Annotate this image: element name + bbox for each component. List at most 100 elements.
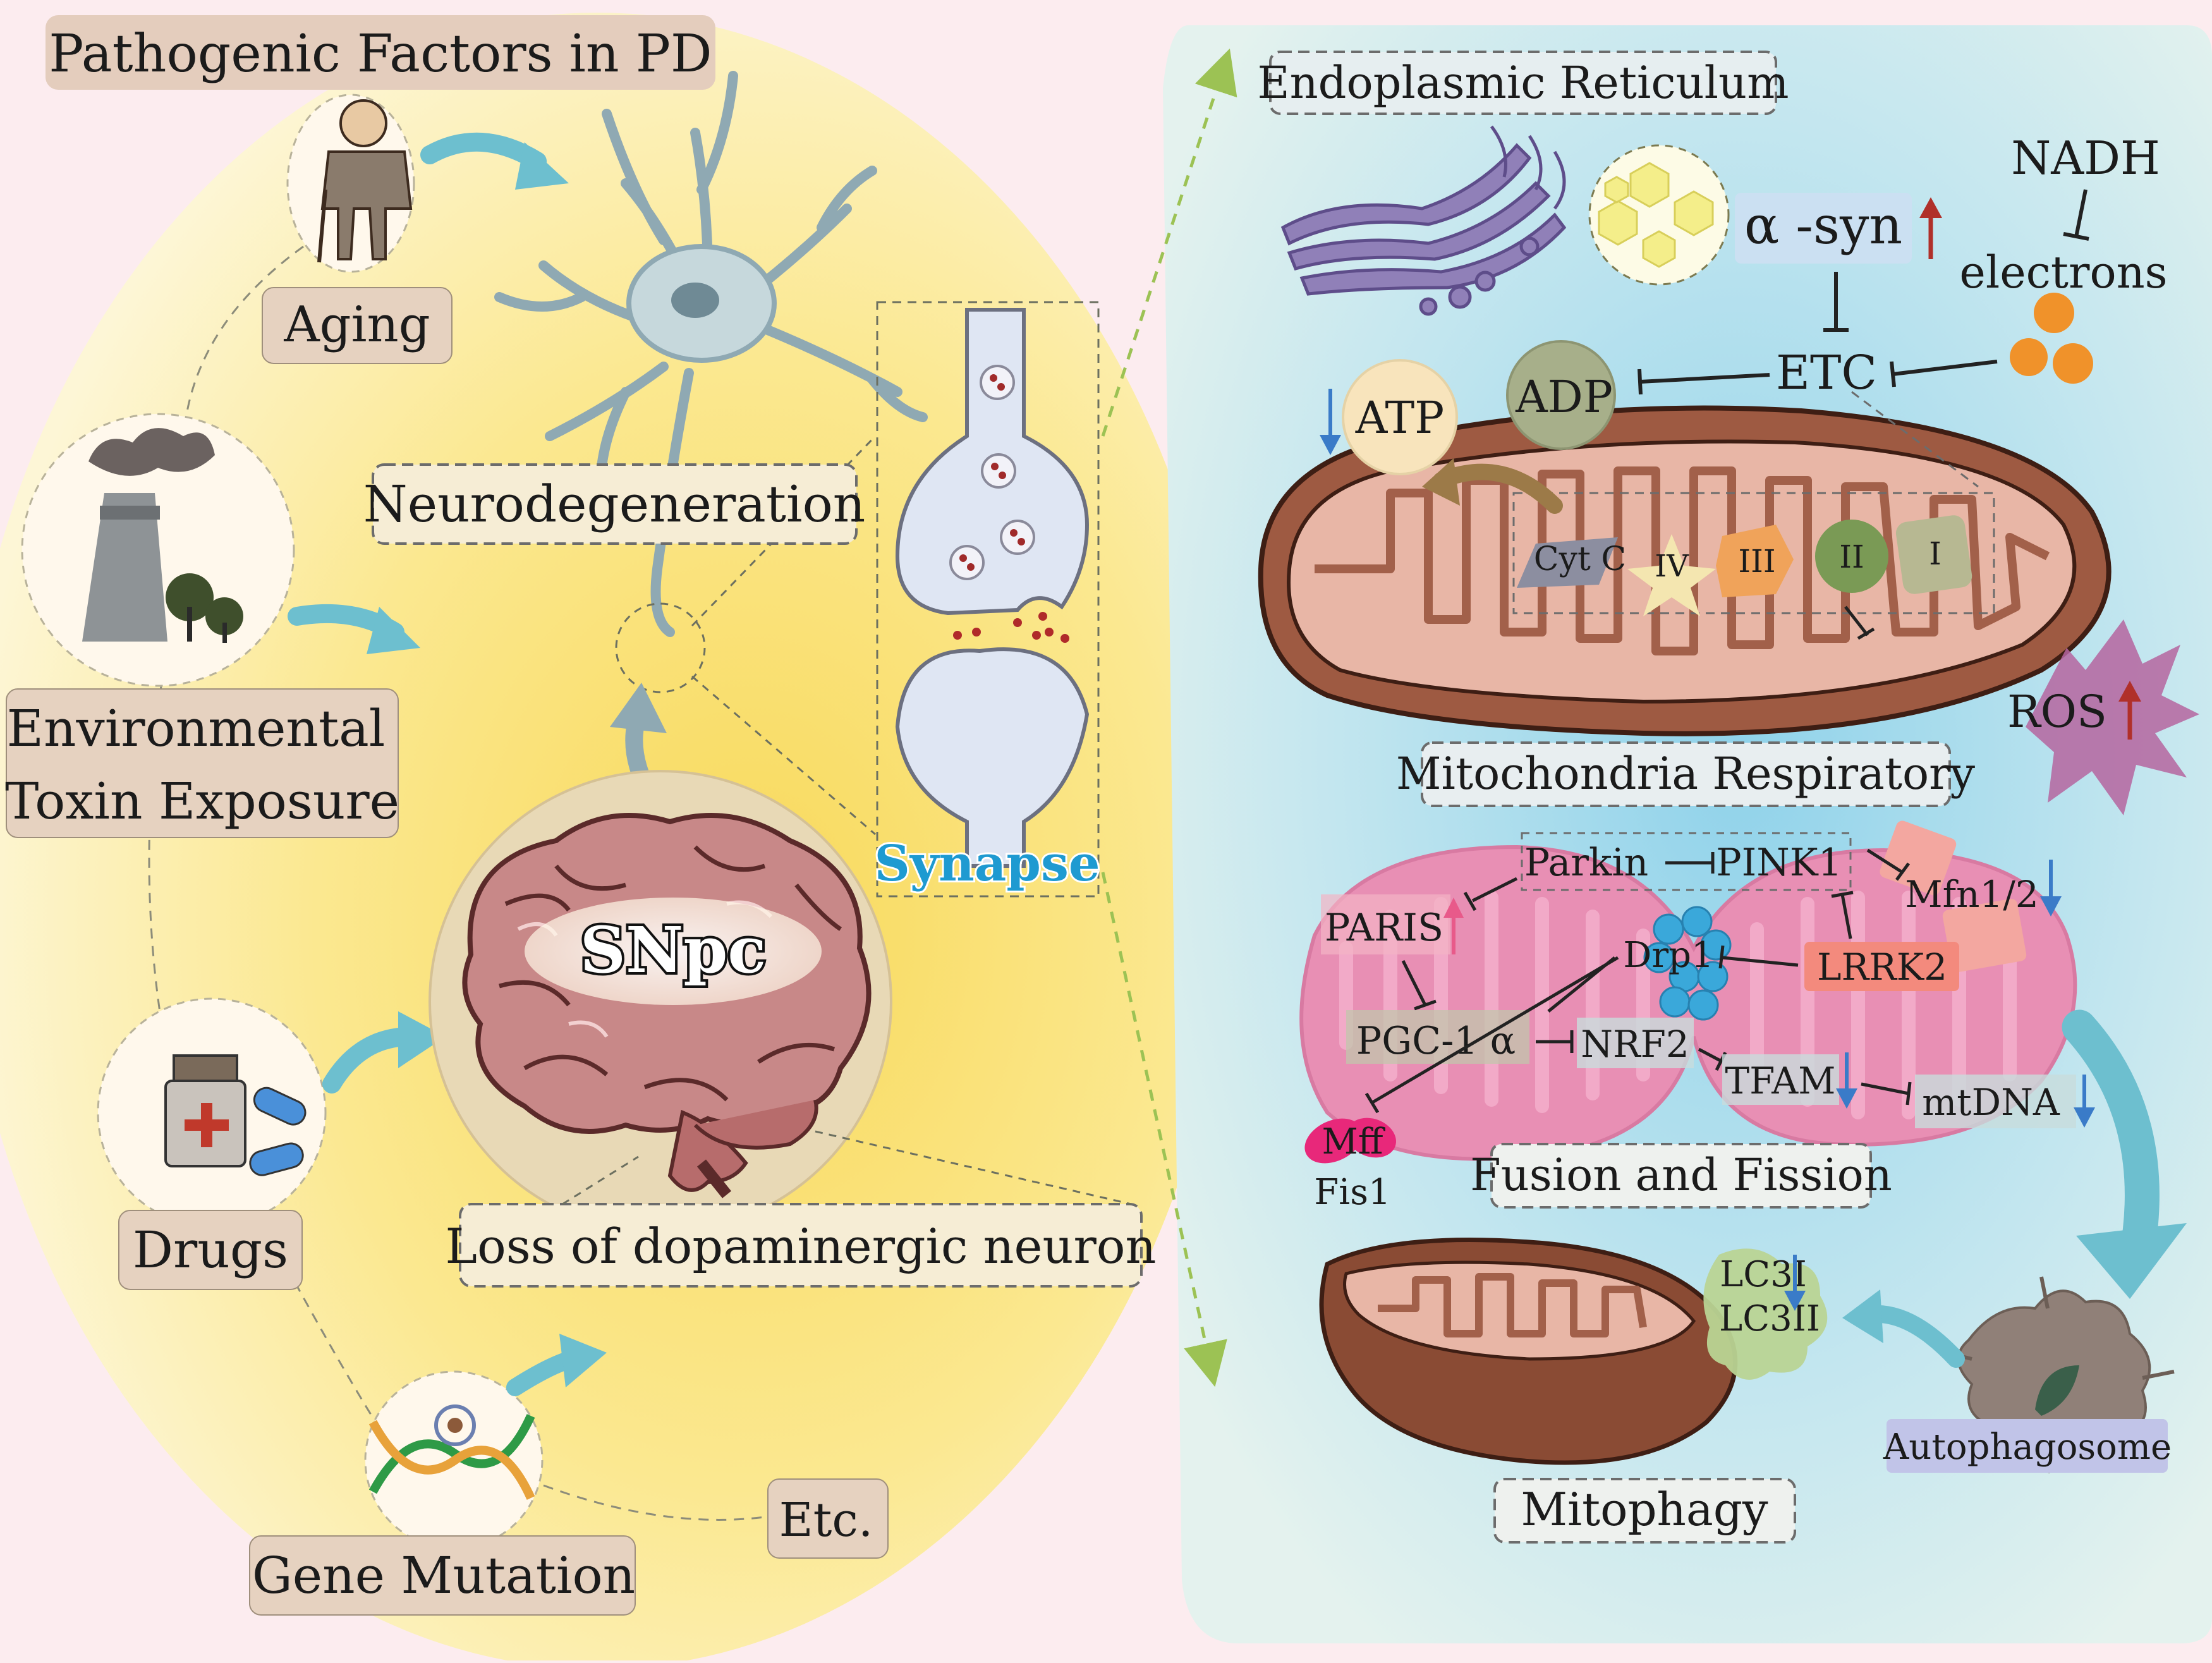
loss-dopaminergic-box [459, 1203, 1143, 1288]
atp-circle [1342, 359, 1458, 475]
adp-circle [1506, 340, 1616, 450]
mtdna-down-arrow [2074, 1075, 2095, 1128]
autophagosome-icon [1946, 1276, 2175, 1473]
neurodegeneration-box [372, 463, 858, 545]
etc-factor-label: Etc. [779, 1493, 873, 1547]
nadh-inhibit [2063, 189, 2089, 241]
snpc-label: SNpc [580, 913, 766, 987]
etc-label: ETC [1776, 346, 1877, 400]
complex-iv-label: IV [1655, 549, 1689, 584]
drp1-inhibits-mff [1364, 956, 1619, 1114]
ros-label: ROS [2007, 686, 2107, 738]
elderly-person-icon [286, 94, 415, 273]
pgc-inhibits-nrf2 [1536, 1030, 1574, 1053]
synapse-to-mitophagy-connector [1101, 872, 1227, 1387]
aging-label: Aging [283, 296, 430, 353]
snpc-highlight [525, 898, 822, 1005]
lrrk2-label: LRRK2 [1817, 946, 1947, 989]
fusion-fission-box [1490, 1143, 1872, 1209]
cytc-label: Cyt C [1534, 540, 1626, 578]
mitophagy-box [1493, 1478, 1796, 1544]
synapse-zoom-box [876, 301, 1100, 898]
electrons-inhibit-etc [1890, 360, 1998, 387]
cytc-shape [1517, 537, 1618, 588]
tfam-box [1722, 1054, 1839, 1105]
alpha-syn-label: α -syn [1744, 196, 1902, 256]
environmental-label-box [6, 688, 399, 838]
parkin-inhibits-paris [1463, 877, 1518, 911]
mfn-down-arrow [2040, 860, 2062, 917]
complex-i-shape [1895, 515, 1972, 594]
factor-orbit-dashed [148, 245, 765, 1521]
environmental-label-line1: Environmental [7, 699, 386, 758]
zoom-line-bottom [691, 675, 876, 836]
mtdna-box [1915, 1075, 2076, 1128]
brain-connector-right [815, 1130, 1132, 1205]
parkin-pink1-inhibit [1665, 852, 1715, 874]
etc-connector-line [1851, 391, 1979, 488]
er-label: Endoplasmic Reticulum [1258, 57, 1789, 109]
pgc-label: PGC-1 α [1356, 1019, 1516, 1063]
paris-label: PARIS [1325, 906, 1443, 950]
postsynaptic-terminal [895, 647, 1090, 868]
aging-label-box [262, 287, 453, 364]
atp-down-arrow [1320, 389, 1341, 455]
autophagosome-label: Autophagosome [1883, 1427, 2172, 1468]
nadh-label: NADH [2011, 131, 2160, 185]
atp-label: ATP [1355, 392, 1445, 444]
tfam-label: TFAM [1725, 1059, 1835, 1102]
paris-inhibits-pgc [1401, 959, 1437, 1011]
electrons-label: electrons [1959, 247, 2167, 298]
aging-arrowhead [515, 142, 569, 190]
autophagosome-box [1887, 1419, 2168, 1473]
complex-i-label: I [1929, 535, 1942, 572]
lc3-down-arrow [1784, 1255, 1806, 1311]
mitophagy-label: Mitophagy [1521, 1483, 1768, 1536]
axon-terminal-highlight [615, 602, 706, 693]
title-box [46, 15, 715, 90]
environmental-label-line2: Toxin Exposure [5, 772, 399, 831]
paris-box [1321, 894, 1450, 954]
parkin-label: Parkin [1524, 841, 1648, 885]
synapse-label: Synapse [875, 835, 1100, 892]
alpha-syn-aggregate-icon [1598, 162, 1714, 268]
mito-resp-label: Mitochondria Respiratory [1396, 748, 1976, 800]
complex-ii-label: II [1839, 539, 1864, 575]
ros-burst [2026, 619, 2199, 815]
dopamine-particles [953, 612, 1069, 643]
endoplasmic-reticulum-icon [1280, 125, 1567, 316]
dna-icon [364, 1370, 544, 1550]
er-box [1269, 51, 1777, 115]
ros-up-arrow [2118, 681, 2141, 740]
complex-iii-shape [1716, 525, 1794, 597]
pgc-box [1346, 1010, 1529, 1064]
fission-to-autophagosome-arrowhead [2076, 1223, 2187, 1299]
mfn-label: Mfn1/2 [1905, 873, 2039, 916]
alpha-syn-box [1735, 193, 1912, 264]
mitophagy-mitochondrion-icon [1319, 1238, 1738, 1465]
parkin-pink1-box [1521, 832, 1852, 891]
electron-particles-icon [2010, 293, 2093, 384]
gene-mutation-label-box [249, 1535, 636, 1616]
lc3i-label: LC3I [1720, 1254, 1807, 1295]
fission-to-autophagosome-arrow [2062, 1009, 2160, 1276]
medicine-bottle-icon [97, 997, 327, 1227]
etc-inhibits-adp [1638, 369, 1770, 395]
mff-icon [1304, 1118, 1396, 1164]
gene-mutation-label: Gene Mutation [252, 1546, 635, 1605]
environmental-arrowhead [367, 607, 420, 654]
neuron-nucleus [671, 283, 719, 318]
pink1-inhibits-mfn [1866, 848, 1911, 881]
drugs-label: Drugs [133, 1221, 288, 1279]
drugs-arrowhead [398, 1011, 446, 1068]
synapse-to-er-connector [1101, 48, 1237, 437]
neuron-icon [494, 71, 928, 637]
mff-label: Mff [1322, 1121, 1385, 1162]
tfam-inhibits-mtdna [1861, 1081, 1912, 1106]
adp-to-atp-arrow [1433, 463, 1563, 514]
brain-connector-left [562, 1155, 639, 1205]
loss-dopaminergic-label: Loss of dopaminergic neuron [445, 1218, 1156, 1274]
mito-resp-box [1421, 741, 1951, 807]
